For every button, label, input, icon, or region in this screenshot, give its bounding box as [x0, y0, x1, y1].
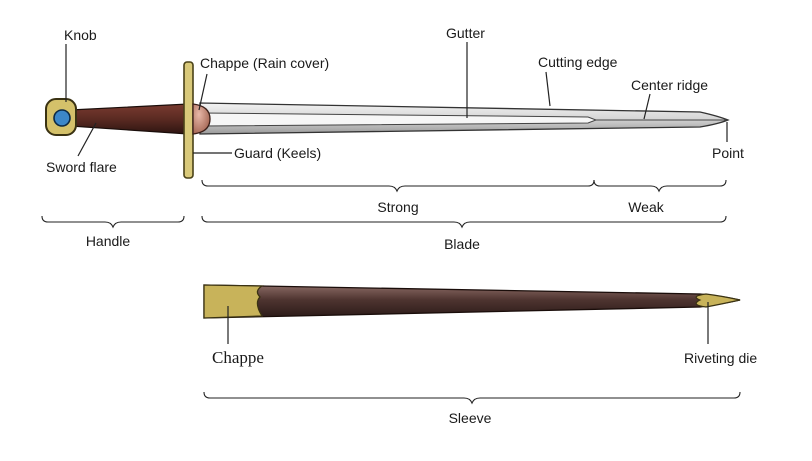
label-chappe-rain-cover: Chappe (Rain cover) — [200, 55, 329, 71]
sheath-riveting-die — [695, 293, 741, 308]
brace-weak — [593, 179, 727, 193]
leader-chappe-rain-cover — [198, 73, 208, 111]
knob-gem — [53, 109, 71, 127]
sword-leaders — [65, 42, 728, 157]
brace-handle — [41, 215, 185, 229]
section-strong: Strong — [377, 199, 418, 215]
chappe-rain-cover — [192, 103, 211, 135]
label-gutter: Gutter — [446, 25, 485, 41]
label-riveting-die: Riveting die — [684, 350, 757, 366]
sheath-leaders — [227, 302, 709, 344]
guard — [183, 61, 194, 179]
grip — [69, 103, 189, 135]
label-point: Point — [712, 145, 744, 161]
sheath-chappe — [203, 284, 265, 319]
section-weak: Weak — [628, 199, 665, 215]
leader-cutting-edge — [545, 71, 551, 107]
section-handle: Handle — [86, 233, 131, 249]
label-knob: Knob — [64, 27, 97, 43]
sword — [45, 61, 730, 179]
label-guard-keels: Guard (Keels) — [234, 145, 321, 161]
section-blade: Blade — [444, 236, 480, 252]
leader-sword-flare — [77, 122, 97, 157]
label-sword-flare: Sword flare — [46, 159, 117, 175]
brace-blade — [201, 215, 727, 229]
leader-center-ridge — [643, 93, 651, 120]
sword-braces — [41, 179, 727, 229]
sheath-sleeve — [203, 284, 741, 319]
sheath — [203, 284, 741, 319]
label-center-ridge: Center ridge — [631, 77, 708, 93]
brace-sleeve — [203, 391, 741, 405]
section-sleeve: Sleeve — [449, 410, 492, 426]
label-cutting-edge: Cutting edge — [538, 54, 618, 70]
label-chappe: Chappe — [212, 348, 264, 367]
brace-strong — [201, 179, 595, 193]
